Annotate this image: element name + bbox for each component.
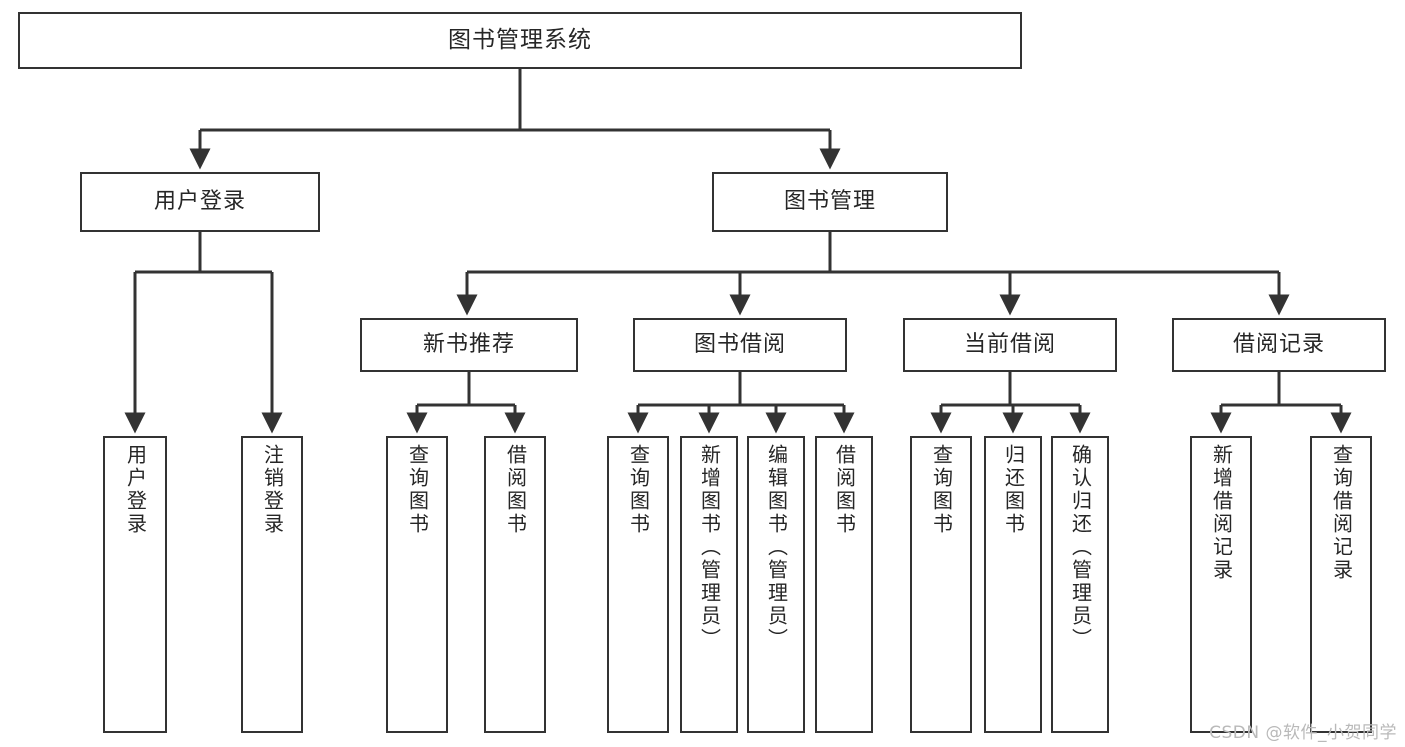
- node-user-login[interactable]: 用户登录: [80, 172, 320, 232]
- node-label: 用户登录: [123, 444, 148, 536]
- node-label: 图书管理: [783, 189, 876, 215]
- node-book-manage[interactable]: 图书管理: [712, 172, 948, 232]
- node-label: 归还图书: [1001, 444, 1026, 536]
- node-new-book-recommend[interactable]: 新书推荐: [360, 318, 578, 372]
- node-label: 图书借阅: [693, 332, 786, 358]
- node-label: 新增借阅记录: [1209, 444, 1234, 582]
- node-label: 查询图书: [626, 444, 651, 536]
- node-leaf-query-book-1[interactable]: 查询图书: [386, 436, 448, 733]
- node-label: 新书推荐: [422, 332, 515, 358]
- node-leaf-add-book[interactable]: 新增图书（管理员）: [680, 436, 738, 733]
- node-label: 图书管理系统: [448, 27, 592, 54]
- node-label: 查询图书: [405, 444, 430, 536]
- node-leaf-query-book-3[interactable]: 查询图书: [910, 436, 972, 733]
- node-leaf-borrow-book-2[interactable]: 借阅图书: [815, 436, 873, 733]
- node-borrow-record[interactable]: 借阅记录: [1172, 318, 1386, 372]
- node-leaf-edit-book[interactable]: 编辑图书（管理员）: [747, 436, 805, 733]
- node-leaf-user-login[interactable]: 用户登录: [103, 436, 167, 733]
- node-label: 借阅记录: [1232, 332, 1325, 358]
- node-label: 编辑图书（管理员）: [764, 444, 789, 651]
- node-leaf-return-book[interactable]: 归还图书: [984, 436, 1042, 733]
- node-label: 注销登录: [260, 444, 285, 536]
- node-label: 借阅图书: [503, 444, 528, 536]
- node-book-borrow[interactable]: 图书借阅: [633, 318, 847, 372]
- node-label: 查询借阅记录: [1329, 444, 1354, 582]
- node-root-system[interactable]: 图书管理系统: [18, 12, 1022, 69]
- node-leaf-add-record[interactable]: 新增借阅记录: [1190, 436, 1252, 733]
- node-leaf-logout[interactable]: 注销登录: [241, 436, 303, 733]
- node-current-borrow[interactable]: 当前借阅: [903, 318, 1117, 372]
- node-leaf-query-record[interactable]: 查询借阅记录: [1310, 436, 1372, 733]
- node-leaf-borrow-book-1[interactable]: 借阅图书: [484, 436, 546, 733]
- node-leaf-query-book-2[interactable]: 查询图书: [607, 436, 669, 733]
- node-label: 借阅图书: [832, 444, 857, 536]
- csdn-watermark: CSDN @软件_小贺同学: [1209, 723, 1397, 743]
- node-label: 用户登录: [153, 189, 246, 215]
- node-leaf-confirm-return[interactable]: 确认归还（管理员）: [1051, 436, 1109, 733]
- node-label: 查询图书: [929, 444, 954, 536]
- node-label: 新增图书（管理员）: [697, 444, 722, 651]
- node-label: 确认归还（管理员）: [1068, 444, 1093, 651]
- node-label: 当前借阅: [963, 332, 1056, 358]
